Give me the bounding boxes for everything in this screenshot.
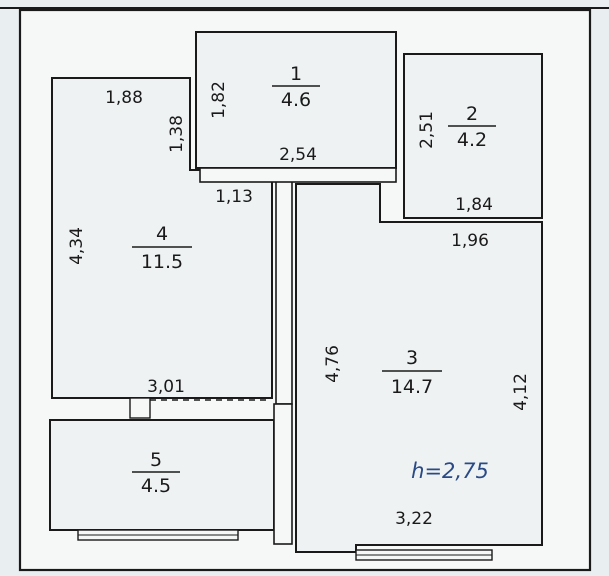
room-1 [195,31,397,169]
room-5 [49,419,275,531]
room-4-number: 4 [156,223,168,245]
window-bottom-left [77,529,239,541]
partition-wall-b [199,167,397,183]
dim-r4-step: 1,38 [167,115,187,153]
dim-r2-outer: 1,96 [451,231,489,251]
room-3-area: 14.7 [391,376,433,398]
room-3 [295,183,543,553]
dim-r2-width: 1,84 [455,195,493,215]
ceiling-height: h=2,75 [411,459,489,483]
dim-r3-right: 4,12 [511,373,531,411]
room-5-number: 5 [150,449,162,471]
dim-r3-left: 4,76 [323,345,343,383]
dim-r4-top: 1,88 [105,88,143,108]
door-jamb [129,397,151,419]
room-5-area: 4.5 [141,475,171,497]
room-1-area: 4.6 [281,89,311,111]
dim-r1-width: 2,54 [279,145,317,165]
dim-r4-height: 4,34 [67,227,87,265]
dim-r1-height: 1,82 [209,81,229,119]
room-3-number: 3 [406,347,418,369]
window-bottom-right [355,549,493,561]
partition-wall-c [273,403,293,545]
partition-wall-a [275,173,293,405]
room-2-area: 4.2 [457,129,487,151]
room-2 [403,53,543,219]
room-4-area: 11.5 [141,251,183,273]
dim-r4-gap: 1,13 [215,187,253,207]
room-2-number: 2 [466,103,478,125]
dim-r3-bottom: 3,22 [395,509,433,529]
room-1-number: 1 [290,63,302,85]
dim-r5-top: 3,01 [147,377,185,397]
dim-r2-height: 2,51 [417,111,437,149]
